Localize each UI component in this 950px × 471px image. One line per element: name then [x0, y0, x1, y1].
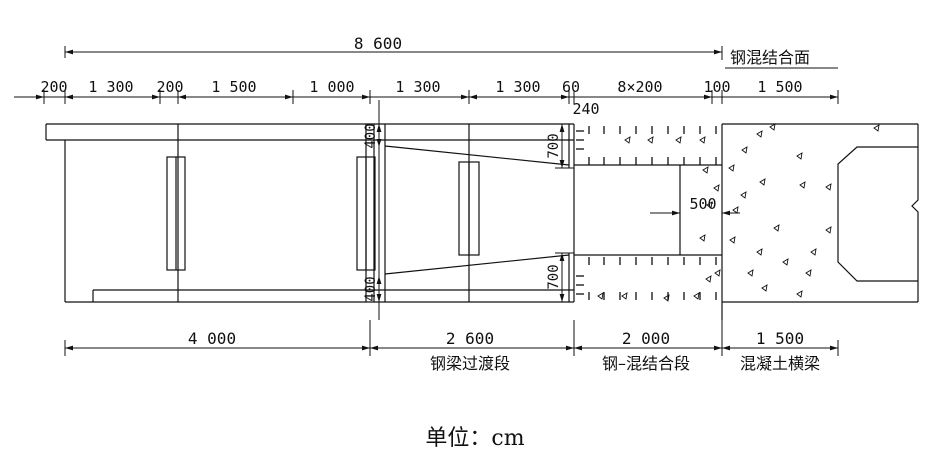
top-seg-6: 1 300 [495, 78, 540, 96]
interface-label: 钢混结合面 [730, 48, 810, 67]
dimension-total-top [64, 46, 723, 60]
aggregate-mark [825, 183, 832, 191]
aggregate-mark [705, 275, 712, 283]
bottom-seg-0-value: 4 000 [188, 329, 236, 348]
top-sub-240: 240 [572, 100, 599, 118]
unit-caption: 单位：cm [425, 426, 524, 451]
aggregate-mark [796, 290, 803, 298]
top-seg-3: 1 500 [211, 78, 256, 96]
aggregate-mark [699, 234, 706, 242]
top-seg-7: 60 [562, 78, 580, 96]
aggregate-mark [796, 152, 803, 160]
top-seg-4: 1 000 [309, 78, 354, 96]
aggregate-mark [728, 164, 735, 172]
bottom-seg-1-label: 钢梁过渡段 [430, 354, 510, 373]
concrete-aggregate-marks [597, 123, 880, 302]
top-seg-5: 1 300 [395, 78, 440, 96]
aggregate-mark [825, 226, 832, 234]
aggregate-mark [597, 292, 604, 300]
v400-top: 400 [363, 123, 379, 148]
aggregate-mark [624, 136, 631, 144]
v700-top: 700 [546, 133, 562, 158]
aggregate-mark [769, 123, 776, 131]
v400-bottom: 400 [363, 276, 379, 301]
aggregate-mark [713, 184, 720, 192]
aggregate-mark [756, 130, 763, 138]
aggregate-mark [873, 124, 880, 132]
bottom-seg-3-label: 混凝土横梁 [740, 354, 820, 373]
aggregate-mark [714, 269, 721, 277]
aggregate-mark [805, 269, 812, 277]
aggregate-mark [782, 258, 789, 266]
aggregate-mark [675, 136, 682, 144]
aggregate-mark [729, 236, 736, 244]
bottom-seg-2-value: 2 000 [622, 329, 670, 348]
aggregate-mark [663, 294, 670, 302]
top-seg-10: 1 500 [757, 78, 802, 96]
mid-dim-500: 500 [689, 195, 716, 213]
aggregate-mark [732, 206, 739, 214]
aggregate-mark [756, 248, 763, 256]
aggregate-mark [699, 136, 706, 144]
bottom-seg-3-value: 1 500 [756, 329, 804, 348]
aggregate-mark [759, 178, 766, 186]
aggregate-mark [773, 224, 780, 232]
steel-girder [45, 123, 574, 303]
dimension-chain-top [14, 90, 839, 104]
top-seg-1: 1 300 [88, 78, 133, 96]
aggregate-mark [621, 292, 628, 300]
top-seg-8: 8×200 [617, 78, 662, 96]
aggregate-mark [747, 269, 754, 277]
aggregate-mark [702, 166, 709, 174]
aggregate-mark [810, 248, 817, 256]
v700-bottom: 700 [546, 264, 562, 289]
joint-cells [568, 124, 723, 320]
aggregate-mark [741, 146, 748, 154]
shear-studs [576, 126, 717, 300]
top-seg-0: 200 [40, 78, 67, 96]
aggregate-mark [761, 284, 768, 292]
top-seg-2: 200 [156, 78, 183, 96]
concrete-cross-beam [722, 123, 919, 303]
aggregate-mark [740, 191, 747, 199]
bottom-seg-2-label: 钢–混结合段 [602, 354, 690, 373]
aggregate-mark [799, 181, 806, 189]
dim-total-label: 8 600 [354, 34, 402, 53]
top-seg-9: 100 [703, 78, 730, 96]
aggregate-mark [693, 292, 700, 300]
dimension-chain-bottom [64, 320, 839, 356]
aggregate-mark [647, 136, 654, 144]
aggregate-mark [706, 201, 713, 209]
vertical-dims [376, 100, 740, 320]
bottom-seg-1-value: 2 600 [446, 329, 494, 348]
